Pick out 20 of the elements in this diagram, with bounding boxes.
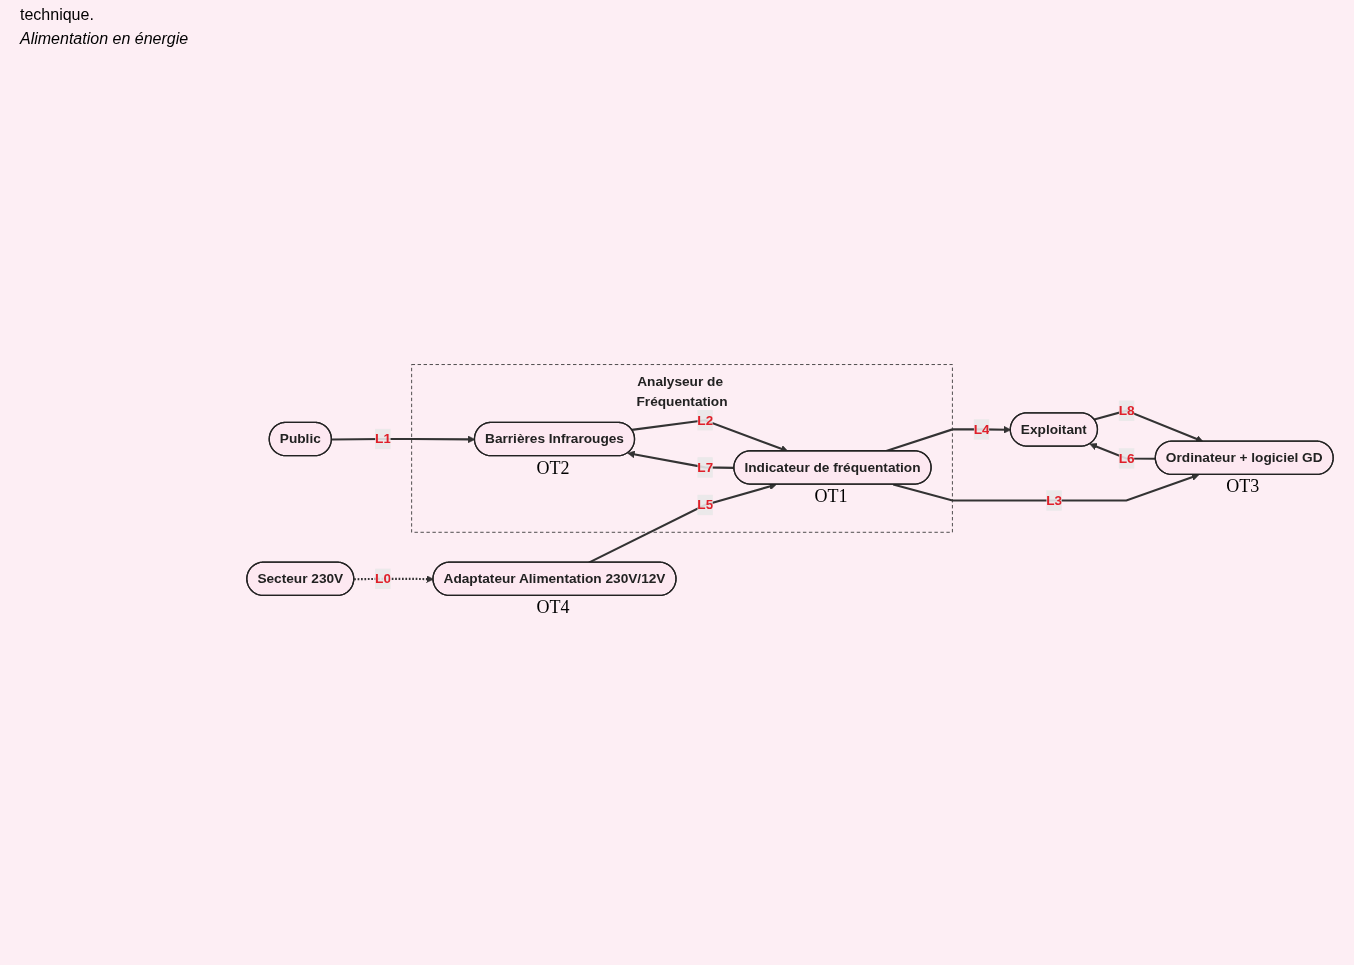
edge-label: L8 <box>1118 402 1135 418</box>
edge-label: L3 <box>1046 492 1063 508</box>
arrow <box>627 450 735 469</box>
edge-label: L5 <box>697 497 714 512</box>
arrow <box>1089 443 1156 460</box>
edge-label: L0 <box>375 571 392 586</box>
arrow <box>354 575 434 583</box>
arrow <box>893 473 1200 502</box>
edge-label: L2 <box>697 412 714 428</box>
edge-label: L1 <box>375 431 392 446</box>
node-tag: OT1 <box>814 486 848 508</box>
node-tag: OT3 <box>1226 476 1260 498</box>
node-tag: OT4 <box>536 597 570 619</box>
edge-label: L4 <box>973 421 990 437</box>
edge-label: L6 <box>1118 450 1135 466</box>
text-fragment: technique. <box>20 6 95 24</box>
arrow <box>1093 409 1204 443</box>
edge-label: L7 <box>697 459 714 475</box>
annotation-text: Alimentation en énergie <box>20 30 189 48</box>
node-tag: OT2 <box>536 457 570 479</box>
